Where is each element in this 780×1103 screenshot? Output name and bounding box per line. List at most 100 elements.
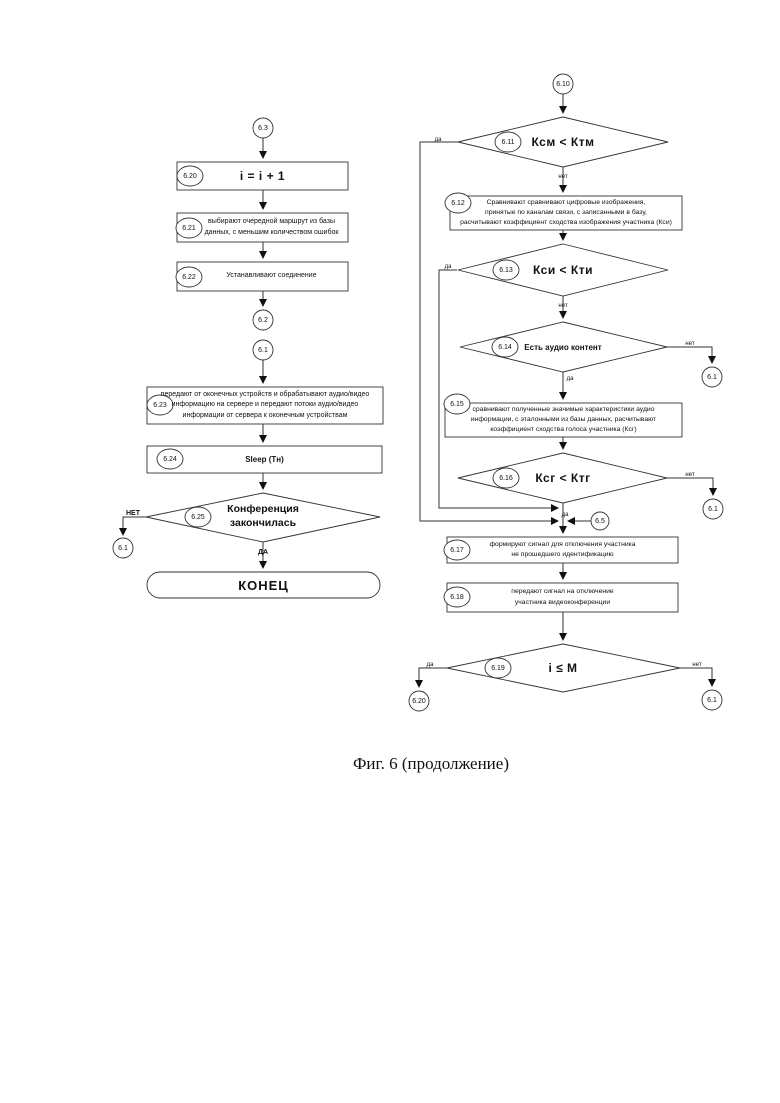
decision-616-text: Ксг < Ктг [535,471,591,485]
connector-circle-6-1-a [252,339,274,361]
branch-no-614: нет [685,340,695,347]
badge-621 [175,217,203,239]
process-612-text: Сравнивают сравнивают цифровые изображен… [460,198,672,227]
decision-614-text: Есть аудио контент [524,342,602,352]
branch-yes-614: да [566,375,574,382]
process-623-text: передают от оконечных устройств и обраба… [160,390,370,419]
circle-label-6-1-a: 6.1 [258,346,268,354]
connector-circle-6-1-e [701,689,723,711]
branch-yes-616: да [561,512,569,518]
circle-label-6-5: 6.5 [595,517,605,525]
branch-yes-613: да [444,263,452,270]
connector-circle-6-1-d [702,498,724,520]
process-621-text: выбирают очередной маршрут из базы данны… [204,218,339,236]
connector-circle-6-20 [408,690,430,712]
decision-diamond-616 [457,452,668,504]
process-624-text: Sleep (Тн) [245,455,284,464]
branch-no-616: нет [685,471,695,478]
badge-label-615: 6.15 [450,400,464,408]
decision-611-text: Ксм < Ктм [531,135,595,149]
badge-614 [491,336,519,358]
decision-diamond-611 [457,116,669,168]
badge-label-612: 6.12 [451,199,465,207]
connector-no-625 [119,516,146,536]
badge-622 [175,266,203,288]
terminator-end [146,571,381,599]
process-622-text: Устанавливают соединение [226,272,317,280]
connector-circle-6-5 [590,511,610,531]
circle-label-6-3: 6.3 [258,124,268,132]
badge-label-620: 6.20 [183,172,197,180]
branch-yes-625: ДА [257,548,269,556]
process-box-622 [176,261,349,292]
badge-label-614: 6.14 [498,343,512,351]
circle-label-6-1-e: 6.1 [707,696,717,704]
badge-label-611: 6.11 [501,138,515,146]
circle-label-6-1-d: 6.1 [708,505,718,513]
decision-diamond-614 [459,321,668,373]
branch-yes-619: да [426,661,434,668]
branch-no-625: НЕТ [126,509,140,517]
process-618-text: передают сигнал на отключение участника … [511,588,614,606]
figure-caption: Фиг. 6 (продолжение) [353,754,509,773]
connector-circle-6-2 [252,309,274,331]
terminator-end-text: КОНЕЦ [238,577,289,593]
connectors [119,94,717,688]
node-shapes [112,73,724,712]
process-box-624 [146,445,383,474]
circle-label-6-1-b: 6.1 [118,544,128,552]
badge-label-616: 6.16 [499,474,513,482]
badge-620 [176,165,204,187]
badge-611 [494,131,522,153]
decision-625-text: Конференция закончилась [227,503,299,529]
process-box-620 [176,161,349,191]
badge-label-613: 6.13 [499,266,513,274]
process-box-621 [176,212,349,243]
badge-label-618: 6.18 [450,593,464,601]
branch-no-619: нет [692,661,702,668]
circle-label-6-20: 6.20 [412,697,426,705]
process-box-617 [446,536,679,564]
badge-613 [492,259,520,281]
badge-label-625: 6.25 [191,513,205,521]
branch-yes-611: да [434,136,442,143]
process-620-text: i = i + 1 [239,169,286,183]
decision-diamond-613 [457,243,669,297]
connector-circle-6-10 [552,73,574,95]
connector-circle-6-3 [252,117,274,139]
connector-yes-619 [415,667,447,688]
connector-circle-6-1-c [701,366,723,388]
badge-label-617: 6.17 [450,546,464,554]
badge-623 [146,394,174,416]
branch-no-613: нет [558,302,568,309]
badge-616 [492,467,520,489]
process-615-text: сравнивают полученные значимые характери… [470,405,657,434]
badge-label-621: 6.21 [182,224,196,232]
process-box-623 [146,386,384,425]
decision-619-text: i ≤ M [548,661,578,675]
connector-no-619 [680,667,716,687]
circle-label-6-1-c: 6.1 [707,373,717,381]
badge-624 [156,448,184,470]
badge-612 [444,192,472,214]
circle-label-6-2: 6.2 [258,316,268,324]
connector-no-616 [667,477,717,496]
connector-circle-6-1-b [112,537,134,559]
branch-no-611: нет [558,173,568,180]
badge-label-622: 6.22 [182,273,196,281]
badge-619 [484,657,512,679]
process-617-text: формируют сигнал для отключения участник… [489,540,636,558]
badge-615 [443,393,471,415]
decision-diamond-625 [145,492,381,543]
badge-618 [443,586,471,608]
connector-yes-611-loop [419,141,559,525]
decision-diamond-619 [446,643,681,693]
badge-617 [443,539,471,561]
connector-yes-613-loop [438,269,559,512]
badge-label-619: 6.19 [491,664,505,672]
process-box-612 [449,195,683,231]
process-box-615 [444,402,683,438]
process-box-618 [446,582,679,613]
